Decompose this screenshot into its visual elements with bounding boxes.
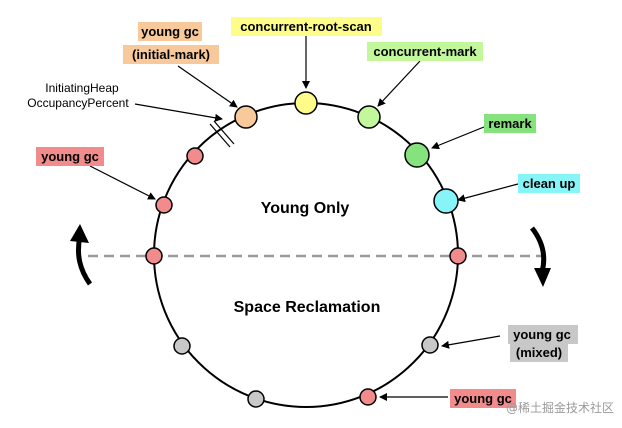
node-mixed-bottom-left (247, 390, 265, 408)
label-initial-mark: (initial-mark) (132, 47, 210, 62)
bg-concurrent-root-scan (231, 17, 382, 36)
arrow-young-gc-left (89, 165, 156, 200)
label-young-gc-mixed: young gc (513, 327, 571, 342)
label-young-gc-initial: young gc (141, 24, 199, 39)
bg-concurrent-mark (367, 42, 483, 61)
arrow-ihop (134, 103, 223, 122)
bg-initial-mark (123, 45, 219, 64)
node-young-gc-divider-left (145, 247, 163, 265)
bg-young-gc-left (36, 147, 104, 166)
node-young-gc-left (155, 196, 173, 214)
node-young-gc-bottom (359, 388, 377, 406)
node-concurrent-mark (357, 105, 381, 129)
arrow-initial-mark (177, 65, 238, 108)
arrow-young-gc-mixed (441, 335, 501, 349)
bg-young-gc-bottom (450, 389, 516, 408)
label-clean-up: clean up (523, 176, 576, 191)
node-remark (404, 142, 430, 168)
node-young-gc-divider-right (449, 247, 467, 265)
node-concurrent-root-scan (294, 91, 318, 115)
label-ihop-line2: OccupancyPercent (27, 96, 129, 110)
bg-young-gc-initial (138, 22, 202, 41)
node-clean-up (433, 188, 459, 214)
label-concurrent-root-scan: concurrent-root-scan (240, 19, 372, 34)
bg-remark (484, 114, 536, 133)
label-ihop-line1: InitiatingHeap (45, 81, 119, 95)
label-mixed: (mixed) (516, 345, 562, 360)
arrow-concurrent-mark (377, 60, 421, 107)
arrow-remark (431, 126, 485, 150)
rotation-arrow-left (70, 224, 93, 286)
label-young-gc-left: young gc (41, 149, 99, 164)
label-young-gc-bottom: young gc (454, 391, 512, 406)
node-young-gc-upper-left (186, 147, 204, 165)
watermark: @稀土掘金技术社区 (506, 400, 614, 415)
region-young-only: Young Only (261, 200, 350, 217)
bg-young-gc-mixed (508, 325, 578, 344)
region-space-reclamation: Space Reclamation (234, 299, 381, 316)
node-initial-mark (234, 105, 258, 129)
label-concurrent-mark: concurrent-mark (373, 44, 477, 59)
label-remark: remark (488, 116, 532, 131)
bg-clean-up (518, 174, 580, 193)
arrow-clean-up (457, 183, 519, 203)
ihop-threshold-marker (209, 120, 235, 148)
node-mixed-right (421, 336, 439, 354)
node-mixed-lower-left (173, 337, 191, 355)
bg-mixed (510, 343, 568, 362)
rotation-arrow-right (529, 226, 551, 287)
